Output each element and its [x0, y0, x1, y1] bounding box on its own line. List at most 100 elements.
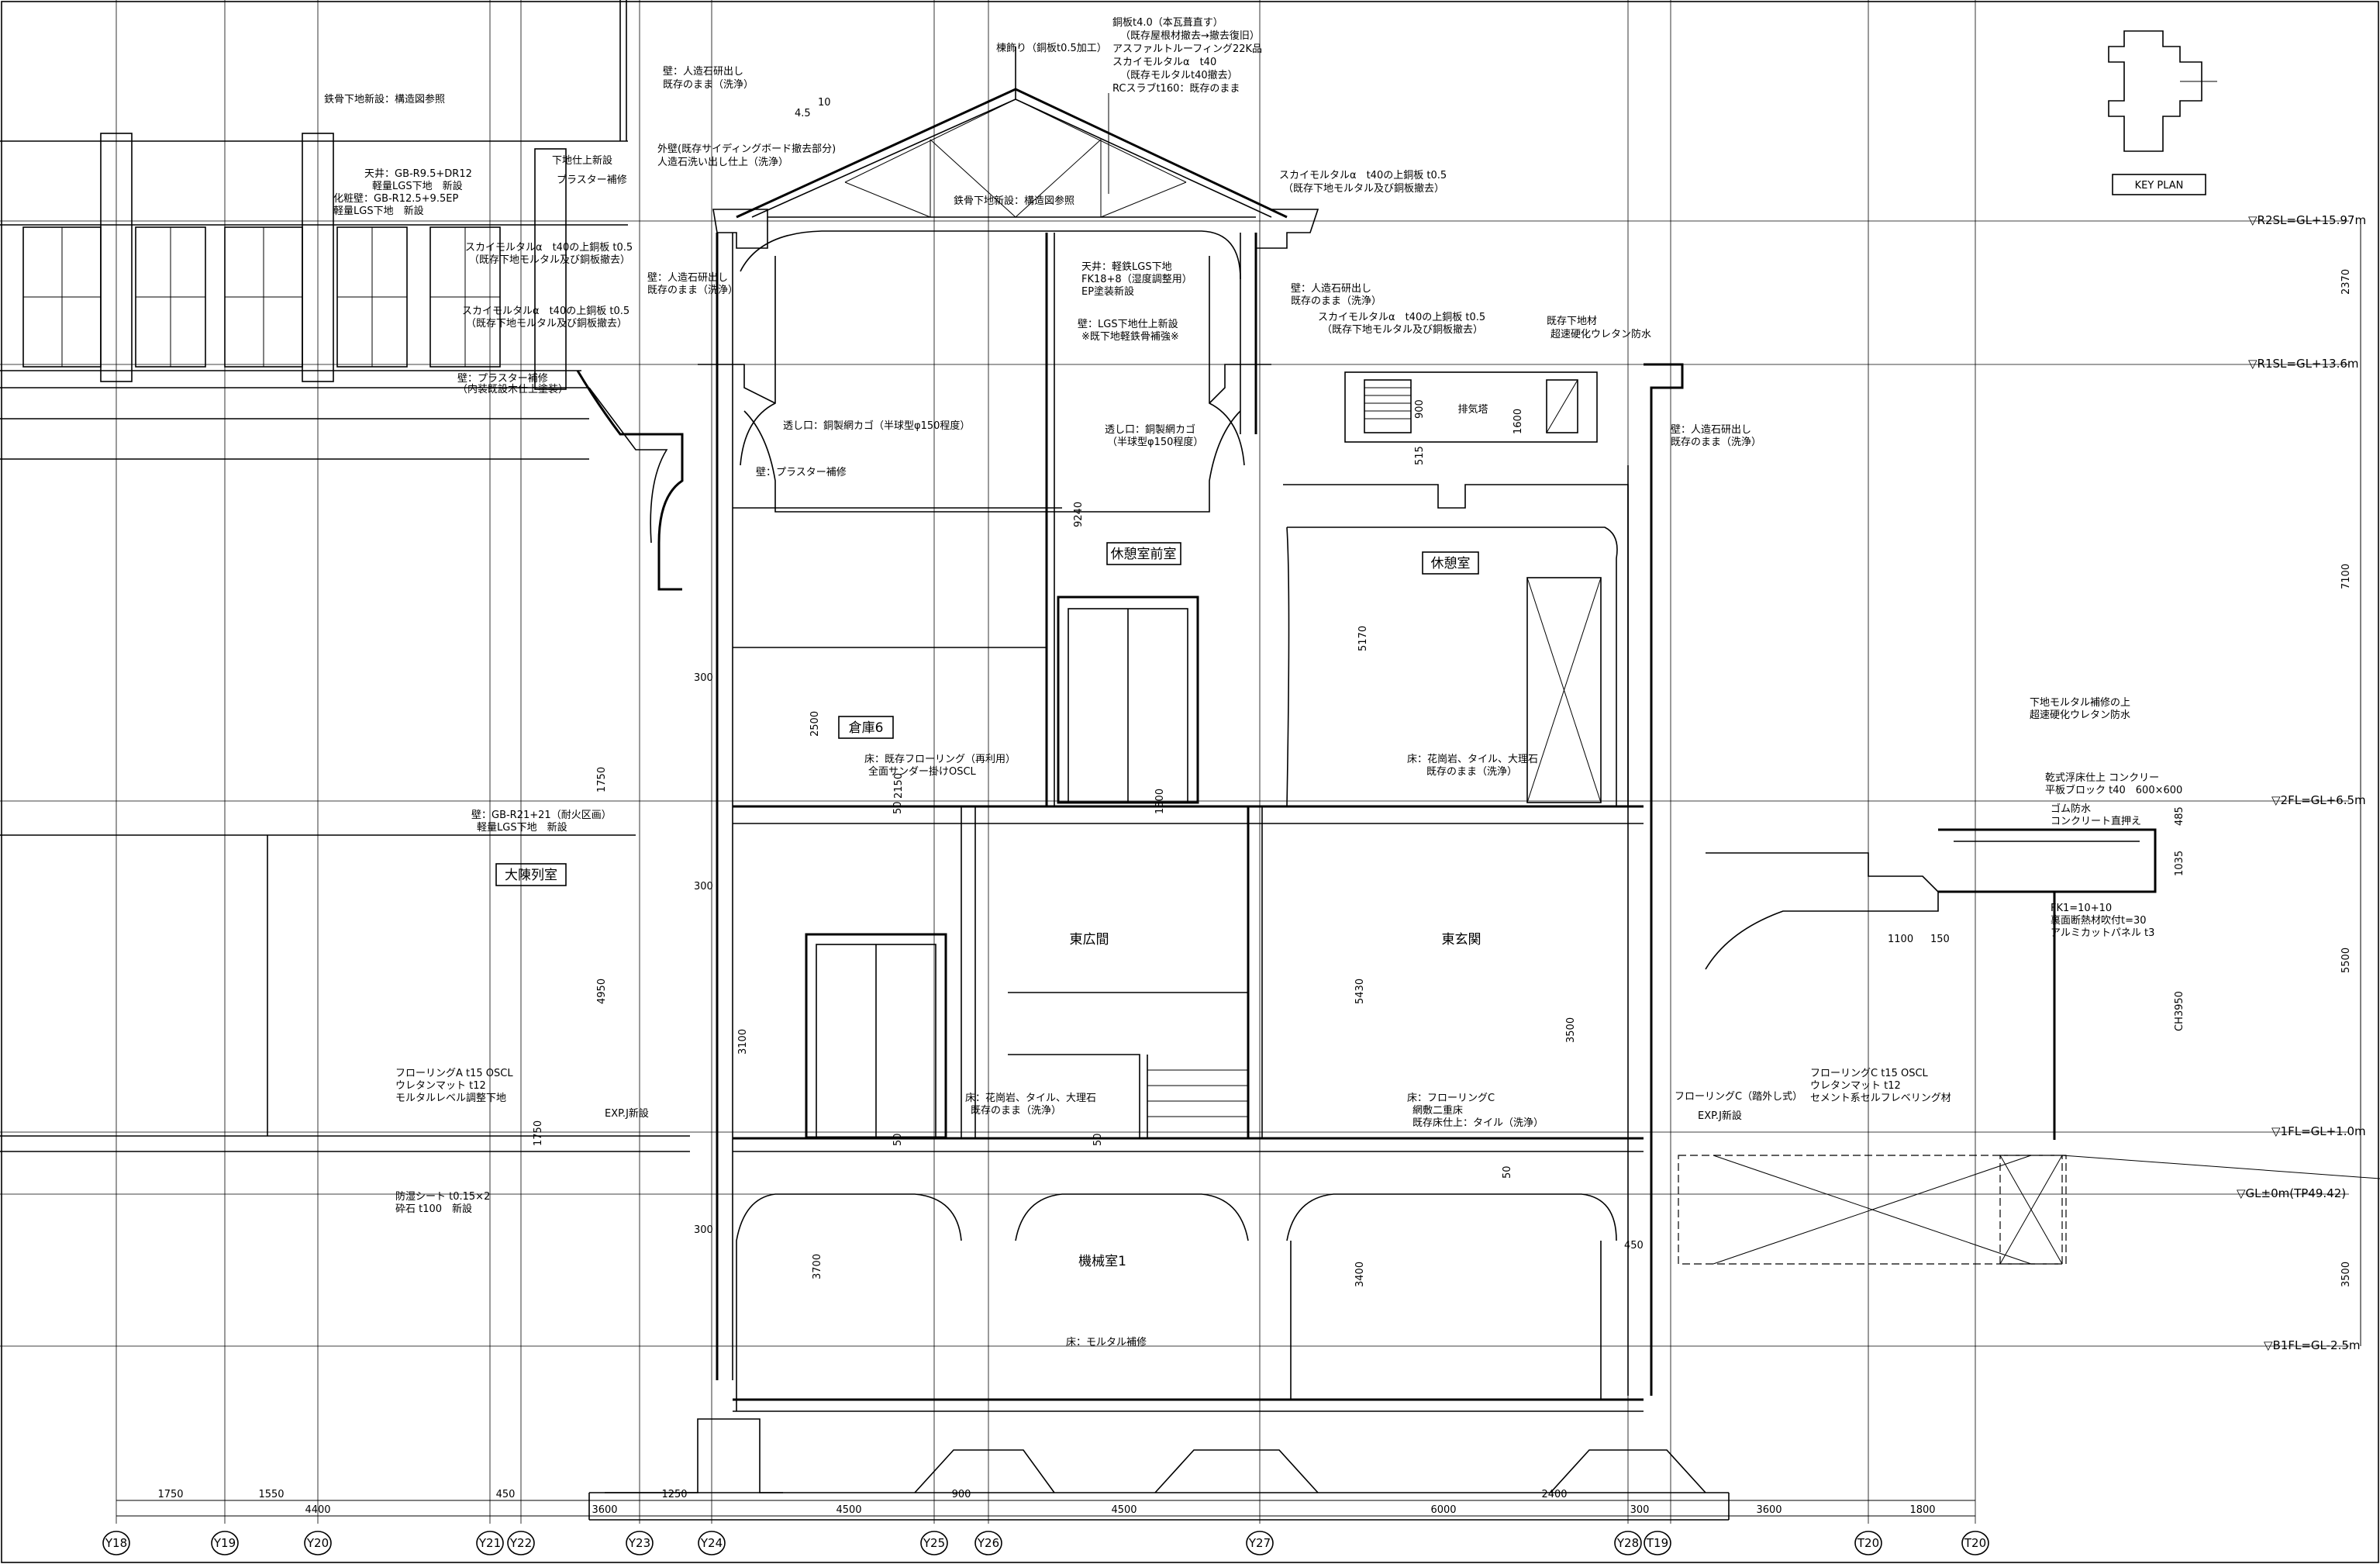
room-kyukeishitsu: 休憩室	[1431, 556, 1471, 571]
note-32: 透し口：銅製網カゴ（半球型φ150程度）	[783, 419, 970, 432]
note-48: ウレタンマット t12	[395, 1080, 486, 1092]
dim-1750-b: 1750	[533, 1120, 544, 1146]
dim-515: 515	[1414, 446, 1426, 465]
note-8: 既存のまま（洗浄）	[663, 79, 754, 91]
note-20: 天井：軽鉄LGS下地	[1081, 261, 1172, 273]
note-58: フローリングC t15 OSCL	[1810, 1068, 1929, 1079]
note-7b: 壁：人造石研出し	[647, 272, 728, 284]
dim-5430: 5430	[1354, 979, 1366, 1004]
note-59: ウレタンマット t12	[1810, 1080, 1901, 1092]
level-labels: ▽R2SL=GL+15.97m ▽R1SL=GL+13.6m ▽2FL=GL+6…	[2237, 213, 2366, 1352]
note-57: EXP.J新設	[1698, 1110, 1742, 1122]
room-souko6: 倉庫6	[849, 720, 884, 736]
note-54: 網敷二重床	[1412, 1104, 1463, 1117]
note-18c: スカイモルタルα t40の上銅板 t0.5	[1318, 312, 1485, 323]
dim-485: 485	[2174, 806, 2185, 826]
dim-5500: 5500	[2340, 948, 2352, 973]
axis-y27: Y27	[1248, 1536, 1271, 1550]
dim-b1-1: 1550	[258, 1489, 284, 1500]
level-1fl: ▽1FL=GL+1.0m	[2271, 1124, 2366, 1138]
dim-150: 150	[1930, 934, 1950, 945]
dim-b1-7: 1800	[1909, 1504, 1935, 1516]
room-higashi-hiroma: 東広間	[1070, 932, 1109, 948]
left-facade	[0, 0, 690, 1152]
note-40: ゴム防水	[2051, 803, 2091, 815]
axis-y28: Y28	[1616, 1536, 1639, 1550]
grid-axes: Y18 Y19 Y20 Y21 Y22 Y23 Y24 Y25 Y26 Y27 …	[102, 1531, 1989, 1555]
axis-t20-a: T20	[1857, 1536, 1879, 1550]
key-plan-label-box	[2112, 174, 2206, 195]
grid-lines-horizontal	[0, 220, 2349, 1347]
axis-y23: Y23	[628, 1536, 650, 1550]
room-labels: 休憩室前室 休憩室 倉庫6 東広間 東玄関 大陳列室 機械室1 排気塔	[495, 403, 1488, 1269]
note-10: 人造石洗い出し仕上（洗浄）	[657, 157, 788, 168]
room-haikitou: 排気塔	[1457, 403, 1488, 416]
note-2: （既存屋根材撤去→撤去復旧）	[1120, 29, 1260, 42]
note-11b: 鉄骨下地新設：構造図参照	[324, 93, 445, 105]
axis-y20: Y20	[306, 1536, 329, 1550]
key-plan-label: KEY PLAN	[2135, 180, 2184, 192]
note-53: 床：フローリングC	[1407, 1093, 1495, 1104]
dim-50-b: 50	[892, 1133, 904, 1146]
dim-3500: 3500	[2340, 1262, 2352, 1287]
note-33: 壁：プラスター補修	[756, 467, 847, 478]
note-34: 床：既存フローリング（再利用）	[864, 754, 1016, 765]
note-29: 超速硬化ウレタン防水	[2030, 709, 2130, 721]
note-11: 鉄骨下地新設：構造図参照	[954, 195, 1074, 207]
dim-1300: 1300	[1154, 789, 1166, 814]
dim-b2-3: 4500	[1111, 1504, 1137, 1516]
note-30: 壁：人造石研出し	[1671, 424, 1751, 436]
note-32b: 透し口：銅製網カゴ	[1105, 423, 1195, 436]
note-23: 壁：LGS下地仕上新設	[1078, 318, 1178, 330]
dim-300-a: 300	[694, 672, 713, 684]
note-19e: （既存下地モルタル及び銅板撤去）	[466, 317, 627, 330]
note-14: 化粧壁：GB-R12.5+9.5EP	[333, 193, 458, 205]
axis-y25: Y25	[923, 1536, 945, 1550]
dim-b1-6: 300	[1630, 1504, 1650, 1516]
dim-4950: 4950	[596, 979, 608, 1004]
note-16: 下地仕上新設	[552, 154, 612, 167]
note-45: 壁：GB-R21+21（耐火区画）	[471, 810, 612, 821]
note-24: ※既下地軽鉄骨補強※	[1081, 331, 1179, 343]
note-18: スカイモルタルα t40の上銅板 t0.5	[1279, 170, 1447, 181]
note-61: 防湿シート t0.15×2	[395, 1190, 490, 1203]
note-47: フローリングA t15 OSCL	[395, 1068, 513, 1079]
note-39: 平板ブロック t40 600×600	[2045, 784, 2182, 796]
note-1: 銅板t4.0（本瓦葺直す）	[1112, 17, 1223, 29]
dim-7100: 7100	[2340, 564, 2352, 589]
note-52: 既存のまま（洗浄）	[971, 1105, 1061, 1117]
note-36: 床：花崗岩、タイル、大理石	[1407, 753, 1538, 765]
note-38: 乾式浮床仕上 コンクリー	[2045, 772, 2159, 784]
dim-1100: 1100	[1888, 934, 1913, 945]
note-41: コンクリート直押え	[2051, 816, 2141, 827]
dim-b2-5: 3600	[1756, 1504, 1782, 1516]
axis-t20-b: T20	[1964, 1536, 1986, 1550]
dim-b2-0: 4400	[305, 1504, 330, 1516]
dim-3700: 3700	[812, 1254, 823, 1279]
level-b1fl: ▽B1FL=GL-2.5m	[2264, 1338, 2361, 1352]
note-6: RCスラブt160：既存のまま	[1112, 82, 1240, 95]
note-56: フローリングC（踏外し式）	[1675, 1091, 1802, 1103]
axis-y21: Y21	[478, 1536, 501, 1550]
room-kyukeishitsu-zenshitsu: 休憩室前室	[1111, 547, 1177, 562]
annotation-notes: 棟飾り（銅板t0.5加工） 銅板t4.0（本瓦葺直す） （既存屋根材撤去→撤去復…	[324, 17, 2182, 1348]
note-4: スカイモルタルα t40	[1112, 57, 1216, 68]
dim-b2-2: 4500	[836, 1504, 861, 1516]
dim-2150: 2150	[893, 773, 905, 799]
note-5: （既存モルタルt40撤去）	[1120, 69, 1238, 81]
axis-y19: Y19	[213, 1536, 236, 1550]
note-19c: （既存下地モルタル及び銅板撤去）	[1322, 323, 1483, 336]
level-r2sl: ▽R2SL=GL+15.97m	[2248, 213, 2366, 227]
dim-300-b: 300	[694, 881, 713, 892]
level-2fl: ▽2FL=GL+6.5m	[2271, 793, 2366, 807]
note-55: 既存床仕上：タイル（洗浄）	[1412, 1117, 1544, 1129]
roof-slope-45: 4.5	[795, 108, 811, 119]
level-r1sl: ▽R1SL=GL+13.6m	[2248, 357, 2359, 371]
roof-slope-10: 10	[818, 97, 831, 109]
dim-1600: 1600	[1513, 409, 1524, 434]
note-17: プラスター補修	[557, 174, 627, 186]
dim-b1-0: 1750	[157, 1489, 183, 1500]
dim-9240: 9240	[1073, 502, 1085, 527]
note-31: 既存のまま（洗浄）	[1671, 437, 1761, 448]
